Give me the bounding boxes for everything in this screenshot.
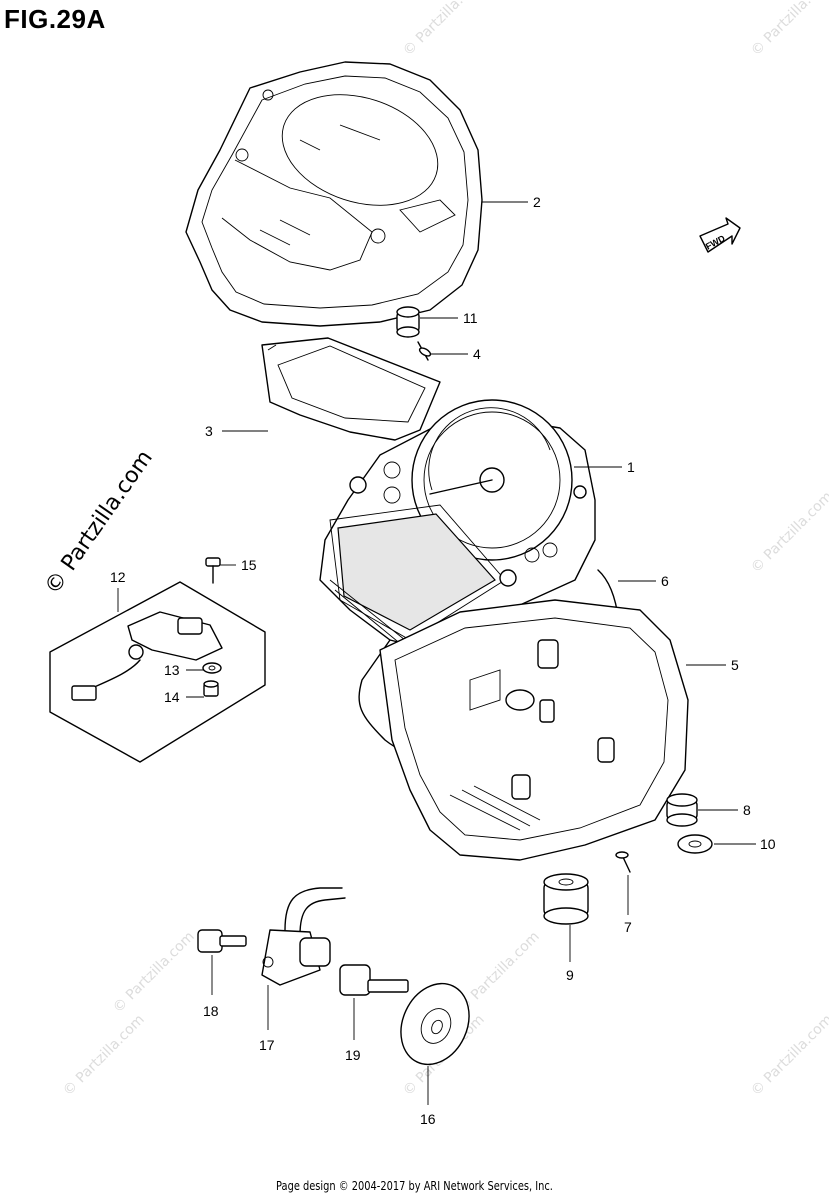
part-7-screw[interactable] (615, 851, 631, 873)
callout-13: 13 (164, 662, 180, 678)
callout-5: 5 (731, 657, 739, 673)
callout-19: 19 (345, 1047, 361, 1063)
callout-15: 15 (241, 557, 257, 573)
part-18-bolt[interactable] (197, 929, 247, 953)
part-3-lens-plate[interactable] (261, 337, 441, 441)
callout-11: 11 (463, 310, 478, 326)
callout-10: 10 (760, 836, 776, 852)
callout-9: 9 (566, 967, 574, 983)
part-19-bolt[interactable] (339, 964, 409, 996)
part-11-cushion[interactable] (396, 306, 420, 338)
callout-2: 2 (533, 194, 541, 210)
callout-numbers: 2 11 4 3 1 6 5 8 10 7 9 12 13 14 15 18 1… (110, 194, 776, 1127)
fwd-arrow-icon: FWD (699, 217, 741, 253)
part-2-meter-cover[interactable] (185, 61, 483, 327)
footer-copyright: Page design © 2004-2017 by ARI Network S… (276, 1179, 553, 1193)
callout-16: 16 (420, 1111, 436, 1127)
figure-title: FIG.29A (4, 4, 106, 34)
callout-14: 14 (164, 689, 180, 705)
part-16-plate[interactable] (388, 972, 482, 1075)
part-17-speed-sensor[interactable] (261, 887, 346, 986)
leader-lines (117, 201, 756, 1105)
callout-18: 18 (203, 1003, 219, 1019)
part-10-spacer[interactable] (677, 834, 713, 854)
part-4-screw[interactable] (417, 341, 432, 361)
part-13-washer[interactable] (202, 662, 222, 674)
part-12-switch[interactable] (71, 611, 223, 701)
part-14-collar[interactable] (203, 680, 219, 697)
callout-17: 17 (259, 1037, 275, 1053)
callout-12: 12 (110, 569, 126, 585)
part-1-meter-assembly[interactable] (319, 399, 596, 651)
callout-1: 1 (627, 459, 635, 475)
part-15-screw[interactable] (205, 557, 221, 584)
callout-3: 3 (205, 423, 213, 439)
part-9-cushion[interactable] (543, 873, 589, 925)
callout-4: 4 (473, 346, 481, 362)
part-12-switch-box (49, 581, 266, 763)
callout-8: 8 (743, 802, 751, 818)
callout-7: 7 (624, 919, 632, 935)
callout-6: 6 (661, 573, 669, 589)
part-8-cushion[interactable] (666, 793, 698, 827)
part-5-meter-case[interactable] (379, 599, 689, 861)
